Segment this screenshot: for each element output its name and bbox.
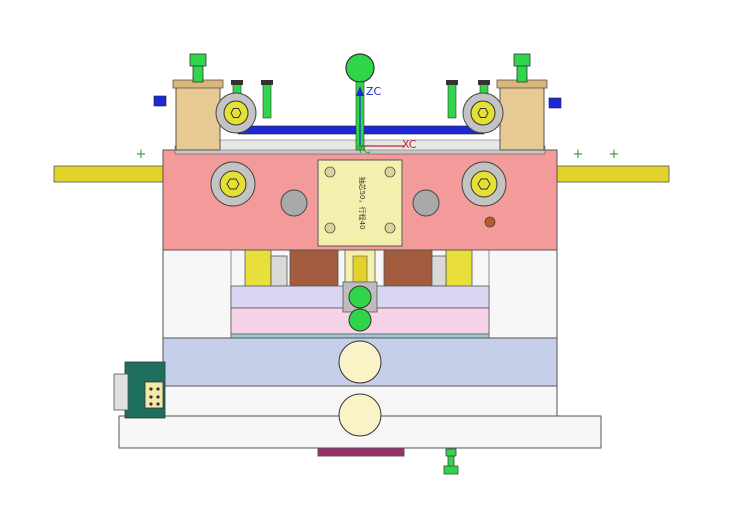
x-axis-label: XC bbox=[402, 138, 417, 151]
hex-socket-icon bbox=[230, 108, 242, 118]
connector-face bbox=[113, 373, 129, 411]
tan-block-left bbox=[175, 83, 221, 151]
connector-pin bbox=[149, 402, 153, 406]
top-blue-rod-end-right bbox=[548, 97, 562, 109]
connector-pin bbox=[156, 402, 160, 406]
marker-plus-right-2: + bbox=[609, 147, 620, 162]
top-bolt-head-left bbox=[189, 53, 207, 67]
guide-pin-right bbox=[445, 249, 473, 289]
plate-bolt-right bbox=[470, 170, 498, 198]
slide-plate-screw bbox=[324, 222, 336, 234]
y-axis-label: YC bbox=[356, 143, 371, 156]
hex-socket-icon bbox=[477, 108, 489, 118]
top-blue-rod-end-left bbox=[153, 95, 167, 107]
guide-hole-right bbox=[412, 189, 440, 217]
connector-pin bbox=[149, 387, 153, 391]
side-rod-left bbox=[53, 165, 165, 183]
top-bolt-stem-right bbox=[516, 63, 528, 83]
slide-plate-screw bbox=[324, 166, 336, 178]
slide-plate-screw bbox=[384, 166, 396, 178]
z-axis-arrowhead bbox=[356, 86, 364, 96]
pin-cap-2 bbox=[261, 80, 273, 85]
top-bolt-stem-left bbox=[192, 63, 204, 83]
tan-block-right bbox=[499, 83, 545, 151]
plate-bolt-left bbox=[219, 170, 247, 198]
hex-socket-icon bbox=[477, 178, 491, 190]
support-pillar-left bbox=[289, 249, 339, 287]
slide-plate-text: 抽芯50，行程40 bbox=[358, 177, 367, 230]
ejector-bolt-upper bbox=[348, 285, 372, 309]
connector-pin bbox=[149, 395, 153, 399]
small-dowel bbox=[484, 216, 496, 228]
pin-cap-1 bbox=[231, 80, 243, 85]
pin-cap-3 bbox=[446, 80, 458, 85]
locating-ring-upper bbox=[338, 340, 382, 384]
support-pillar-right bbox=[383, 249, 433, 287]
pin-cap-4 bbox=[478, 80, 490, 85]
connector-pin bbox=[156, 387, 160, 391]
z-axis-label: ZC bbox=[366, 85, 382, 98]
bottom-bolt-head bbox=[443, 465, 459, 475]
side-bolt-right bbox=[470, 100, 496, 126]
side-bolt-left bbox=[223, 100, 249, 126]
marker-plus-left: + bbox=[136, 147, 147, 162]
center-rod-core bbox=[352, 255, 368, 285]
bottom-bolt-cap bbox=[445, 448, 457, 457]
ejector-bolt-lower bbox=[348, 308, 372, 332]
guide-pin-left bbox=[244, 249, 272, 289]
slide-plate-screw bbox=[384, 222, 396, 234]
connector-pin-block bbox=[144, 381, 164, 409]
connector-pin bbox=[156, 395, 160, 399]
top-bolt-head-right bbox=[513, 53, 531, 67]
hex-socket-icon bbox=[226, 178, 240, 190]
vertical-pin-2 bbox=[262, 81, 272, 119]
pin-collar-left bbox=[270, 255, 288, 287]
locating-ring-lower bbox=[338, 393, 382, 437]
top-center-knob bbox=[345, 53, 375, 83]
guide-hole-left bbox=[280, 189, 308, 217]
marker-plus-right-1: + bbox=[573, 147, 584, 162]
vertical-pin-3 bbox=[447, 81, 457, 119]
bottom-nozzle-plate bbox=[317, 447, 405, 457]
side-rod-right bbox=[555, 165, 670, 183]
